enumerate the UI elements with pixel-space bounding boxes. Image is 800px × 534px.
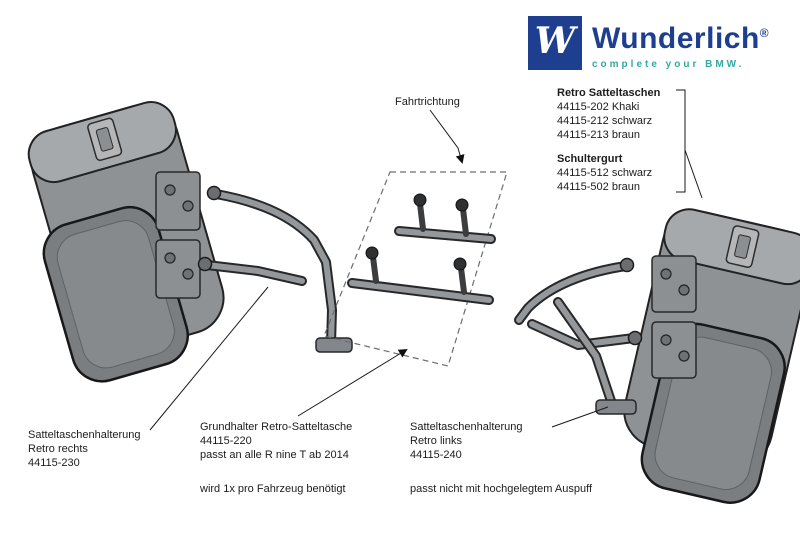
logo-text: Wunderlich® complete your BMW. — [592, 16, 769, 70]
holder-left-note: passt nicht mit hochgelegtem Auspuff — [410, 483, 593, 495]
holder-right-label: Satteltaschenhalterung Retro rechts 4411… — [28, 428, 141, 470]
bags-title: Retro Satteltaschen — [557, 87, 661, 99]
part-number: 44115-202 Khaki — [557, 101, 640, 113]
saddlebag-right-mount-plates — [651, 255, 697, 379]
part-variant: Retro rechts — [28, 443, 88, 455]
bags-text-bracket — [676, 89, 686, 193]
part-number: 44115-512 schwarz — [557, 167, 653, 179]
base-holder-note: wird 1x pro Fahrzeug benötigt — [200, 483, 346, 495]
saddlebag-right — [623, 208, 800, 504]
saddlebag-left — [27, 101, 225, 383]
logo-w-icon: W — [534, 20, 576, 62]
base-rack-front-bar — [347, 246, 494, 305]
brand-name: Wunderlich® — [592, 16, 769, 56]
part-title: Grundhalter Retro-Satteltasche — [200, 421, 353, 433]
leader-bags — [684, 149, 703, 199]
part-number: 44115-230 — [28, 457, 80, 469]
part-number: 44115-212 schwarz — [557, 115, 653, 127]
part-variant: Retro links — [410, 435, 462, 447]
leader-holder-links — [551, 406, 609, 428]
strap-title: Schultergurt — [557, 153, 623, 165]
direction-label: Fahrtrichtung — [395, 96, 460, 108]
bags-and-strap-label: Retro Satteltaschen 44115-202 Khaki 4411… — [557, 86, 660, 194]
fitment-note: passt an alle R nine T ab 2014 — [200, 449, 349, 461]
registered-mark: ® — [759, 26, 770, 40]
part-title: Satteltaschenhalterung — [28, 429, 141, 441]
leader-base-holder — [297, 348, 408, 417]
brand-wordmark: Wunderlich — [592, 22, 760, 55]
holder-frame-retro-rechts — [197, 185, 353, 353]
part-title: Satteltaschenhalterung — [410, 421, 523, 433]
part-number: 44115-213 braun — [557, 129, 640, 141]
saddlebag-left-mount-plates — [155, 171, 201, 299]
direction-arrow — [429, 109, 465, 164]
part-number: 44115-220 — [200, 435, 252, 447]
brand-tagline: complete your BMW. — [592, 59, 745, 70]
spacer — [557, 142, 660, 152]
logo-monogram-box: W — [528, 16, 582, 70]
part-number: 44115-502 braun — [557, 181, 640, 193]
base-rack-rear-bar — [394, 193, 496, 244]
holder-frame-retro-links — [514, 257, 643, 415]
base-holder-label: Grundhalter Retro-Satteltasche 44115-220… — [200, 420, 352, 462]
leader-holder-rechts — [149, 286, 269, 431]
wunderlich-logo: W Wunderlich® complete your BMW. — [528, 16, 769, 70]
part-number: 44115-240 — [410, 449, 462, 461]
holder-left-label: Satteltaschenhalterung Retro links 44115… — [410, 420, 523, 462]
